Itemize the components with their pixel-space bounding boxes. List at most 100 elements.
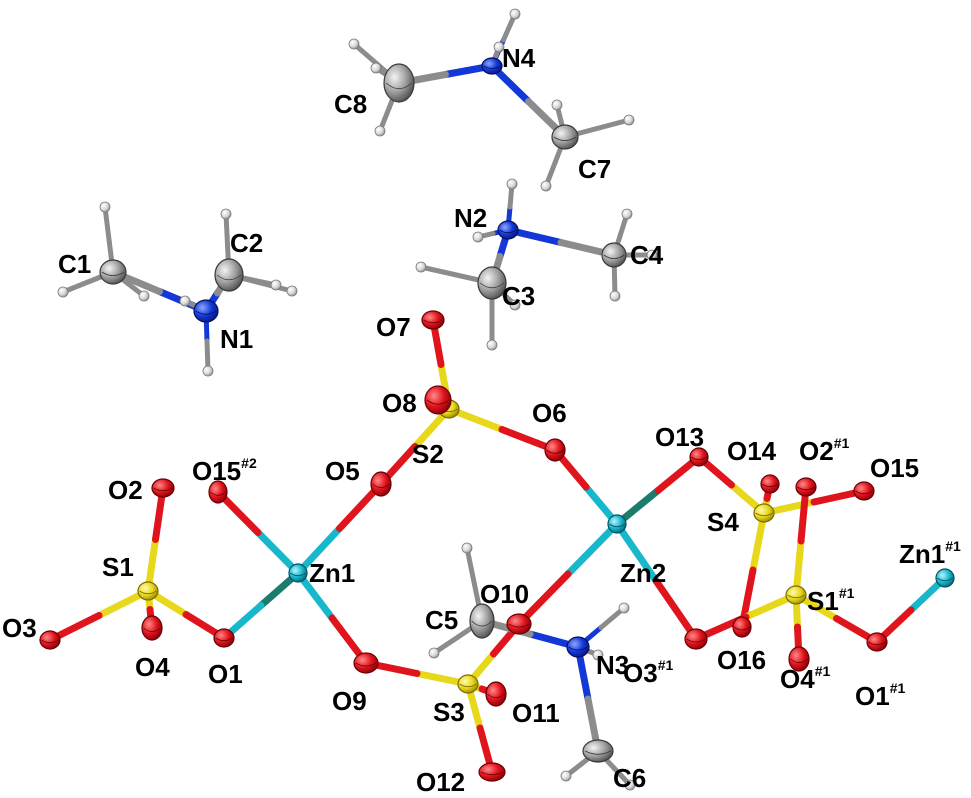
bond-c1-h1a [102,204,112,242]
oxygen-label-o4: O4 [135,652,170,682]
oxygen-atom-o15b [208,480,228,504]
carbon-label-c1: C1 [58,249,91,279]
oxygen-label-o3-text: O3 [2,613,37,643]
zinc-label-zn1-sym1-text: Zn1 [899,539,945,569]
oxygen-ellipsoid-axis-o7 [423,319,443,324]
oxygen-ellipsoid-axis-o16 [734,626,750,631]
zinc-ellipsoid-axis-zn1 [290,572,306,577]
hydrogen-atom-h7c [540,180,552,192]
sulfur-ellipsoid-axis-s3 [459,683,477,688]
oxygen-label-o14: O14 [727,436,777,466]
bond-zn2-o10 [515,570,572,628]
oxygen-atom-o14 [760,474,780,494]
oxygen-ellipsoid-axis-o12 [480,771,504,776]
carbon-label-c5: C5 [425,605,458,635]
carbon-atom-c4 [601,242,627,268]
sulfur-label-s4: S4 [707,507,739,537]
nitrogen-ellipsoid-axis-n3 [568,646,588,651]
hydrogen-atom-h7b [551,99,563,111]
oxygen-label-o10: O10 [480,579,529,609]
carbon-atom-c7 [551,124,579,150]
carbon-label-c8: C8 [334,89,367,119]
carbon-ellipsoid-axis-c5 [471,620,493,627]
oxygen-label-o12-text: O12 [416,767,465,797]
oxygen-ellipsoid-axis-o1 [215,637,233,642]
oxygen-ellipsoid-axis-o15 [855,490,873,495]
oxygen-ellipsoid-axis-o10 [508,623,530,628]
nitrogen-ellipsoid-axis-n1 [195,310,217,315]
oxygen-ellipsoid-axis-o6 [546,449,564,454]
oxygen-atom-o12 [478,762,506,782]
oxygen-ellipsoid-axis-o13 [691,456,707,461]
hydrogen-atom-h2e [270,279,282,291]
oxygen-atom-o2 [151,478,175,498]
oxygen-label-o6-text: O6 [532,398,567,428]
nitrogen-atom-n4 [481,57,503,75]
atom-layer [39,8,955,791]
carbon-ellipsoid-axis-c1 [101,271,125,276]
hydrogen-atom-h3b [486,339,498,351]
carbon-atom-c5 [469,603,495,639]
carbon-label-c7-text: C7 [578,154,611,184]
sulfur-label-s2: S2 [412,439,444,469]
nitrogen-label-n3: N3 [596,650,629,680]
oxygen-label-o11-text: O11 [512,698,560,728]
zinc-atom-zn2 [607,514,627,534]
oxygen-atom-o2b [795,477,817,497]
hydrogen-atom-h2a [506,178,518,190]
oxygen-ellipsoid-axis-o4b [790,658,808,663]
sulfur-label-s1: S1 [102,552,134,582]
carbon-label-c6-text: C6 [613,763,646,793]
carbon-atom-c6 [582,739,614,763]
oxygen-label-o4-sym1: O4#1 [780,663,830,694]
sulfur-label-s1-sym1: S1#1 [807,585,855,616]
oxygen-ellipsoid-axis-o8 [426,399,450,405]
oxygen-ellipsoid-axis-o9 [355,662,377,667]
oxygen-atom-o8 [424,385,452,415]
oxygen-label-o1-sym1-symmetry-superscript: #1 [890,680,906,696]
oxygen-label-o2-sym1-symmetry-superscript: #1 [834,435,850,451]
sulfur-atom-s1b [785,585,807,605]
zinc-label-zn2: Zn2 [620,558,666,588]
bond-zn2-o3b [613,520,660,585]
bond-c3-h3a [418,264,459,278]
oxygen-ellipsoid-axis-o3 [41,639,59,644]
carbon-atom-c1 [99,259,127,285]
oxygen-ellipsoid-axis-o2b [797,486,815,491]
nitrogen-label-n1-text: N1 [220,324,253,354]
sulfur-label-s1-sym1-text: S1 [807,586,839,616]
oxygen-label-o10-text: O10 [480,579,529,609]
oxygen-label-o4-text: O4 [135,652,170,682]
zinc-label-zn2-text: Zn2 [620,558,666,588]
bond-zn2-o3b [653,578,700,643]
oxygen-atom-o4 [141,615,163,641]
hydrogen-atom-h1b [57,286,69,298]
carbon-label-c6: C6 [613,763,646,793]
oxygen-label-o8-text: O8 [382,388,417,418]
oxygen-atom-o10 [506,613,532,635]
oxygen-label-o15-sym2-text: O15 [192,456,241,486]
oxygen-label-o1: O1 [208,659,243,689]
zinc-label-zn1-sym1-symmetry-superscript: #1 [945,538,961,554]
oxygen-atom-o4b [788,646,810,672]
bond-c5-h5a [464,545,477,587]
sulfur-ellipsoid-axis-s1b [787,594,805,599]
bond-zn1-o5 [294,525,343,577]
carbon-label-c2: C2 [230,228,263,258]
oxygen-ellipsoid-axis-o4 [143,627,161,632]
hydrogen-atom-h4e [609,290,621,302]
oxygen-atom-o9 [353,652,379,674]
hydrogen-atom-h1d [202,365,214,377]
sulfur-ellipsoid-axis-s4 [755,512,773,517]
hydrogen-atom-h8b [370,62,382,74]
oxygen-label-o16-text: O16 [717,645,766,675]
oxygen-label-o15-sym2: O15#2 [192,455,257,486]
oxygen-label-o7-text: O7 [376,312,411,342]
oxygen-atom-o1 [213,628,235,648]
hydrogen-atom-h8c [374,125,386,137]
nitrogen-atom-n3 [566,636,590,658]
carbon-label-c7: C7 [578,154,611,184]
hydrogen-atom-h3c [509,299,521,311]
zinc-atom-zn1b [935,568,955,588]
